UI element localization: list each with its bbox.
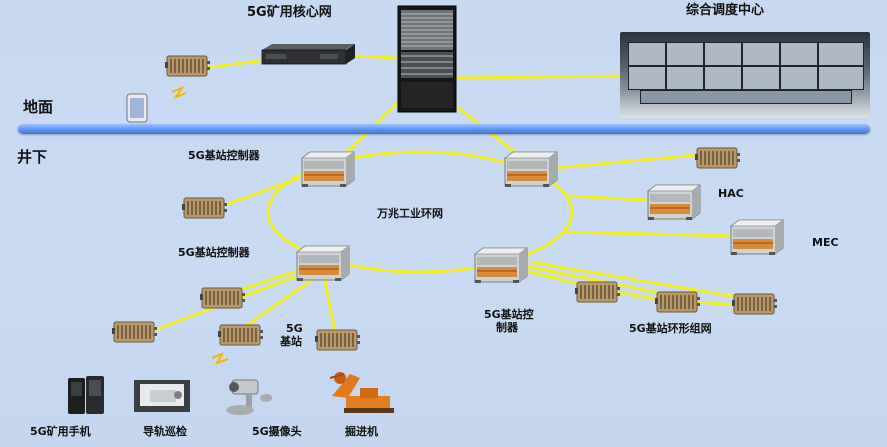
base-station-icon [182, 197, 228, 219]
terminal-camera-label: 5G摄像头 [252, 425, 302, 438]
rail-inspector-icon [134, 380, 190, 412]
industrial-ring-label: 万兆工业环网 [377, 207, 443, 220]
controller-icon [301, 151, 355, 188]
base-station-icon [165, 55, 211, 77]
controller-icon [647, 184, 701, 221]
link-controller-right2-bs3 [529, 260, 756, 302]
link-server-screen [455, 74, 623, 80]
controller-icon [474, 247, 528, 284]
link-controller-left-bs3 [239, 278, 313, 332]
base-station-icon [218, 324, 264, 346]
mec-label: MEC [812, 236, 839, 249]
base-station-icon [200, 287, 246, 309]
link-controller-top-bs [224, 176, 301, 207]
terminal-roadheader-label: 掘进机 [345, 425, 378, 438]
base-station-icon [695, 147, 741, 169]
controller-icon [730, 219, 784, 256]
base-station-label-line2: 基站 [280, 335, 302, 348]
network-switch-icon [261, 44, 355, 65]
base-station-icon [315, 329, 361, 351]
controller-right-label-line2: 制器 [496, 321, 518, 334]
link-controller-left-bs1 [239, 268, 301, 292]
controller-right-label-line1: 5G基站控 [484, 308, 534, 321]
base-station-icon [732, 293, 778, 315]
link-ring-bs-chain1 [614, 290, 661, 302]
link-ring-bs-chain2 [694, 300, 739, 307]
phone-icon [126, 93, 148, 123]
signal-bolt-icon [211, 352, 229, 365]
link-bs-switch [204, 58, 266, 70]
industrial-ring [266, 150, 574, 274]
video-wall-icon [620, 32, 870, 118]
base-station-label-line1: 5G [286, 322, 303, 335]
base-station-icon [112, 321, 158, 343]
ring-network-label: 5G基站环形组网 [629, 322, 712, 335]
terminal-phone-label: 5G矿用手机 [30, 425, 91, 438]
link-controller-left-bs4 [323, 279, 337, 333]
camera-icon [226, 379, 272, 415]
controller-icon [296, 245, 350, 282]
surface-label: 地面 [23, 98, 54, 116]
server-rack-icon [397, 5, 457, 113]
mine-phone-icon [68, 376, 104, 414]
underground-label: 井下 [17, 148, 48, 166]
controller-left-label: 5G基站控制器 [178, 246, 250, 259]
link-ring-mec [564, 230, 733, 238]
terminal-rail-label: 导轨巡检 [143, 425, 187, 438]
link-controller-right2-bs2 [524, 264, 676, 298]
core-network-label: 5G矿用核心网 [247, 5, 332, 20]
hac-label: HAC [718, 187, 744, 200]
dispatch-center-label: 综合调度中心 [686, 3, 765, 18]
link-controller-right-bs [554, 153, 698, 170]
link-ring-hac [565, 194, 648, 202]
base-station-icon [655, 291, 701, 313]
base-station-icon [575, 281, 621, 303]
surface-underground-divider [18, 124, 870, 134]
roadheader-icon [329, 372, 394, 413]
controller-icon [504, 151, 558, 188]
signal-bolt-icon [171, 85, 187, 100]
controller-top-label: 5G基站控制器 [188, 149, 260, 162]
